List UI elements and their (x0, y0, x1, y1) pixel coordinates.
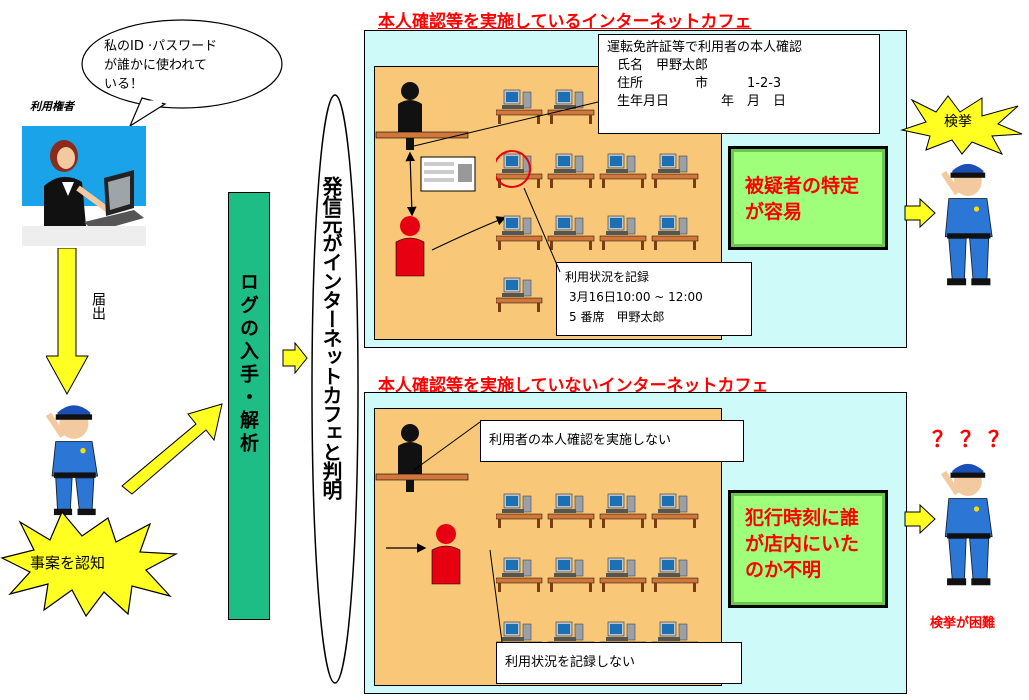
bottom-cafe-title: 本人確認等を実施していないインターネットカフェ (378, 376, 769, 396)
id-callout-pointer (413, 101, 599, 147)
incident-starburst-icon (0, 510, 178, 618)
to-hard-arrest-arrow-icon (904, 504, 936, 534)
id-check-callout: 運転免許証等で利用者の本人確認 氏名 甲野太郎 住所 市 1-2-3 生年月日 … (598, 34, 880, 134)
usage-record-callout: 利用状況を記録 3月16日10:00 ~ 12:00 5 番席 甲野太郎 (556, 262, 752, 336)
to-oval-arrow-icon (282, 342, 308, 374)
oval-label: 発信元がインターネットカフェと判明 (319, 176, 343, 499)
report-arrow-icon (46, 248, 89, 396)
speech-bubble (81, 19, 283, 126)
usage-heading: 利用状況を記録 (565, 270, 650, 284)
top-cafe-title: 本人確認等を実施しているインターネットカフェ (378, 12, 752, 32)
id-card-icon (420, 156, 476, 192)
user-label: 利用権者 (30, 100, 74, 113)
to-arrest-arrow-icon (904, 198, 936, 228)
incident-label: 事案を認知 (30, 554, 106, 572)
usage-time: 3月16日10:00 ~ 12:00 (569, 290, 703, 304)
reception-counter (375, 82, 469, 150)
id-check-birth: 生年月日 年 月 日 (617, 94, 787, 109)
top-connector-arrows (405, 151, 507, 251)
usage-seat: 5 番席 甲野太郎 (569, 310, 665, 324)
id-check-address: 住所 市 1-2-3 (617, 76, 782, 91)
log-analysis-bar (228, 192, 270, 620)
bottom-result-box: 犯行時刻に誰が店内にいたのか不明 (728, 490, 888, 608)
no-usage-callout: 利用状況を記録しない (496, 642, 742, 684)
reception-counter (375, 424, 469, 492)
speech-text: 私のID ·パスワード が誰かに使われて いる！ (104, 39, 218, 92)
customer-icon (386, 524, 461, 585)
arrest-starburst-icon (900, 95, 1023, 155)
id-check-name: 氏名 甲野太郎 (617, 58, 709, 73)
arrest-hard-label: 検挙が困難 (930, 616, 996, 631)
user-at-computer-icon (22, 126, 146, 246)
question-marks: ？？？ (932, 428, 1017, 453)
police-officer-icon (45, 405, 99, 516)
arrest-label: 検挙 (944, 114, 972, 130)
no-id-callout-pointer (413, 421, 481, 471)
to-log-arrow-icon (121, 403, 223, 495)
no-id-check-callout: 利用者の本人確認を実施しない (480, 420, 744, 462)
usage-callout-pointer (523, 187, 561, 273)
customer-icon (395, 216, 425, 277)
report-label: 届出 (90, 292, 106, 320)
police-officer-icon (941, 463, 993, 586)
police-officer-icon (941, 163, 993, 286)
no-usage-callout-pointer (489, 549, 503, 643)
top-result-box: 被疑者の特定が容易 (728, 146, 888, 250)
id-check-heading: 運転免許証等で利用者の本人確認 (607, 40, 803, 55)
log-analysis-label: ログの入手・解析 (237, 272, 259, 456)
cafe-identified-oval (311, 94, 359, 684)
